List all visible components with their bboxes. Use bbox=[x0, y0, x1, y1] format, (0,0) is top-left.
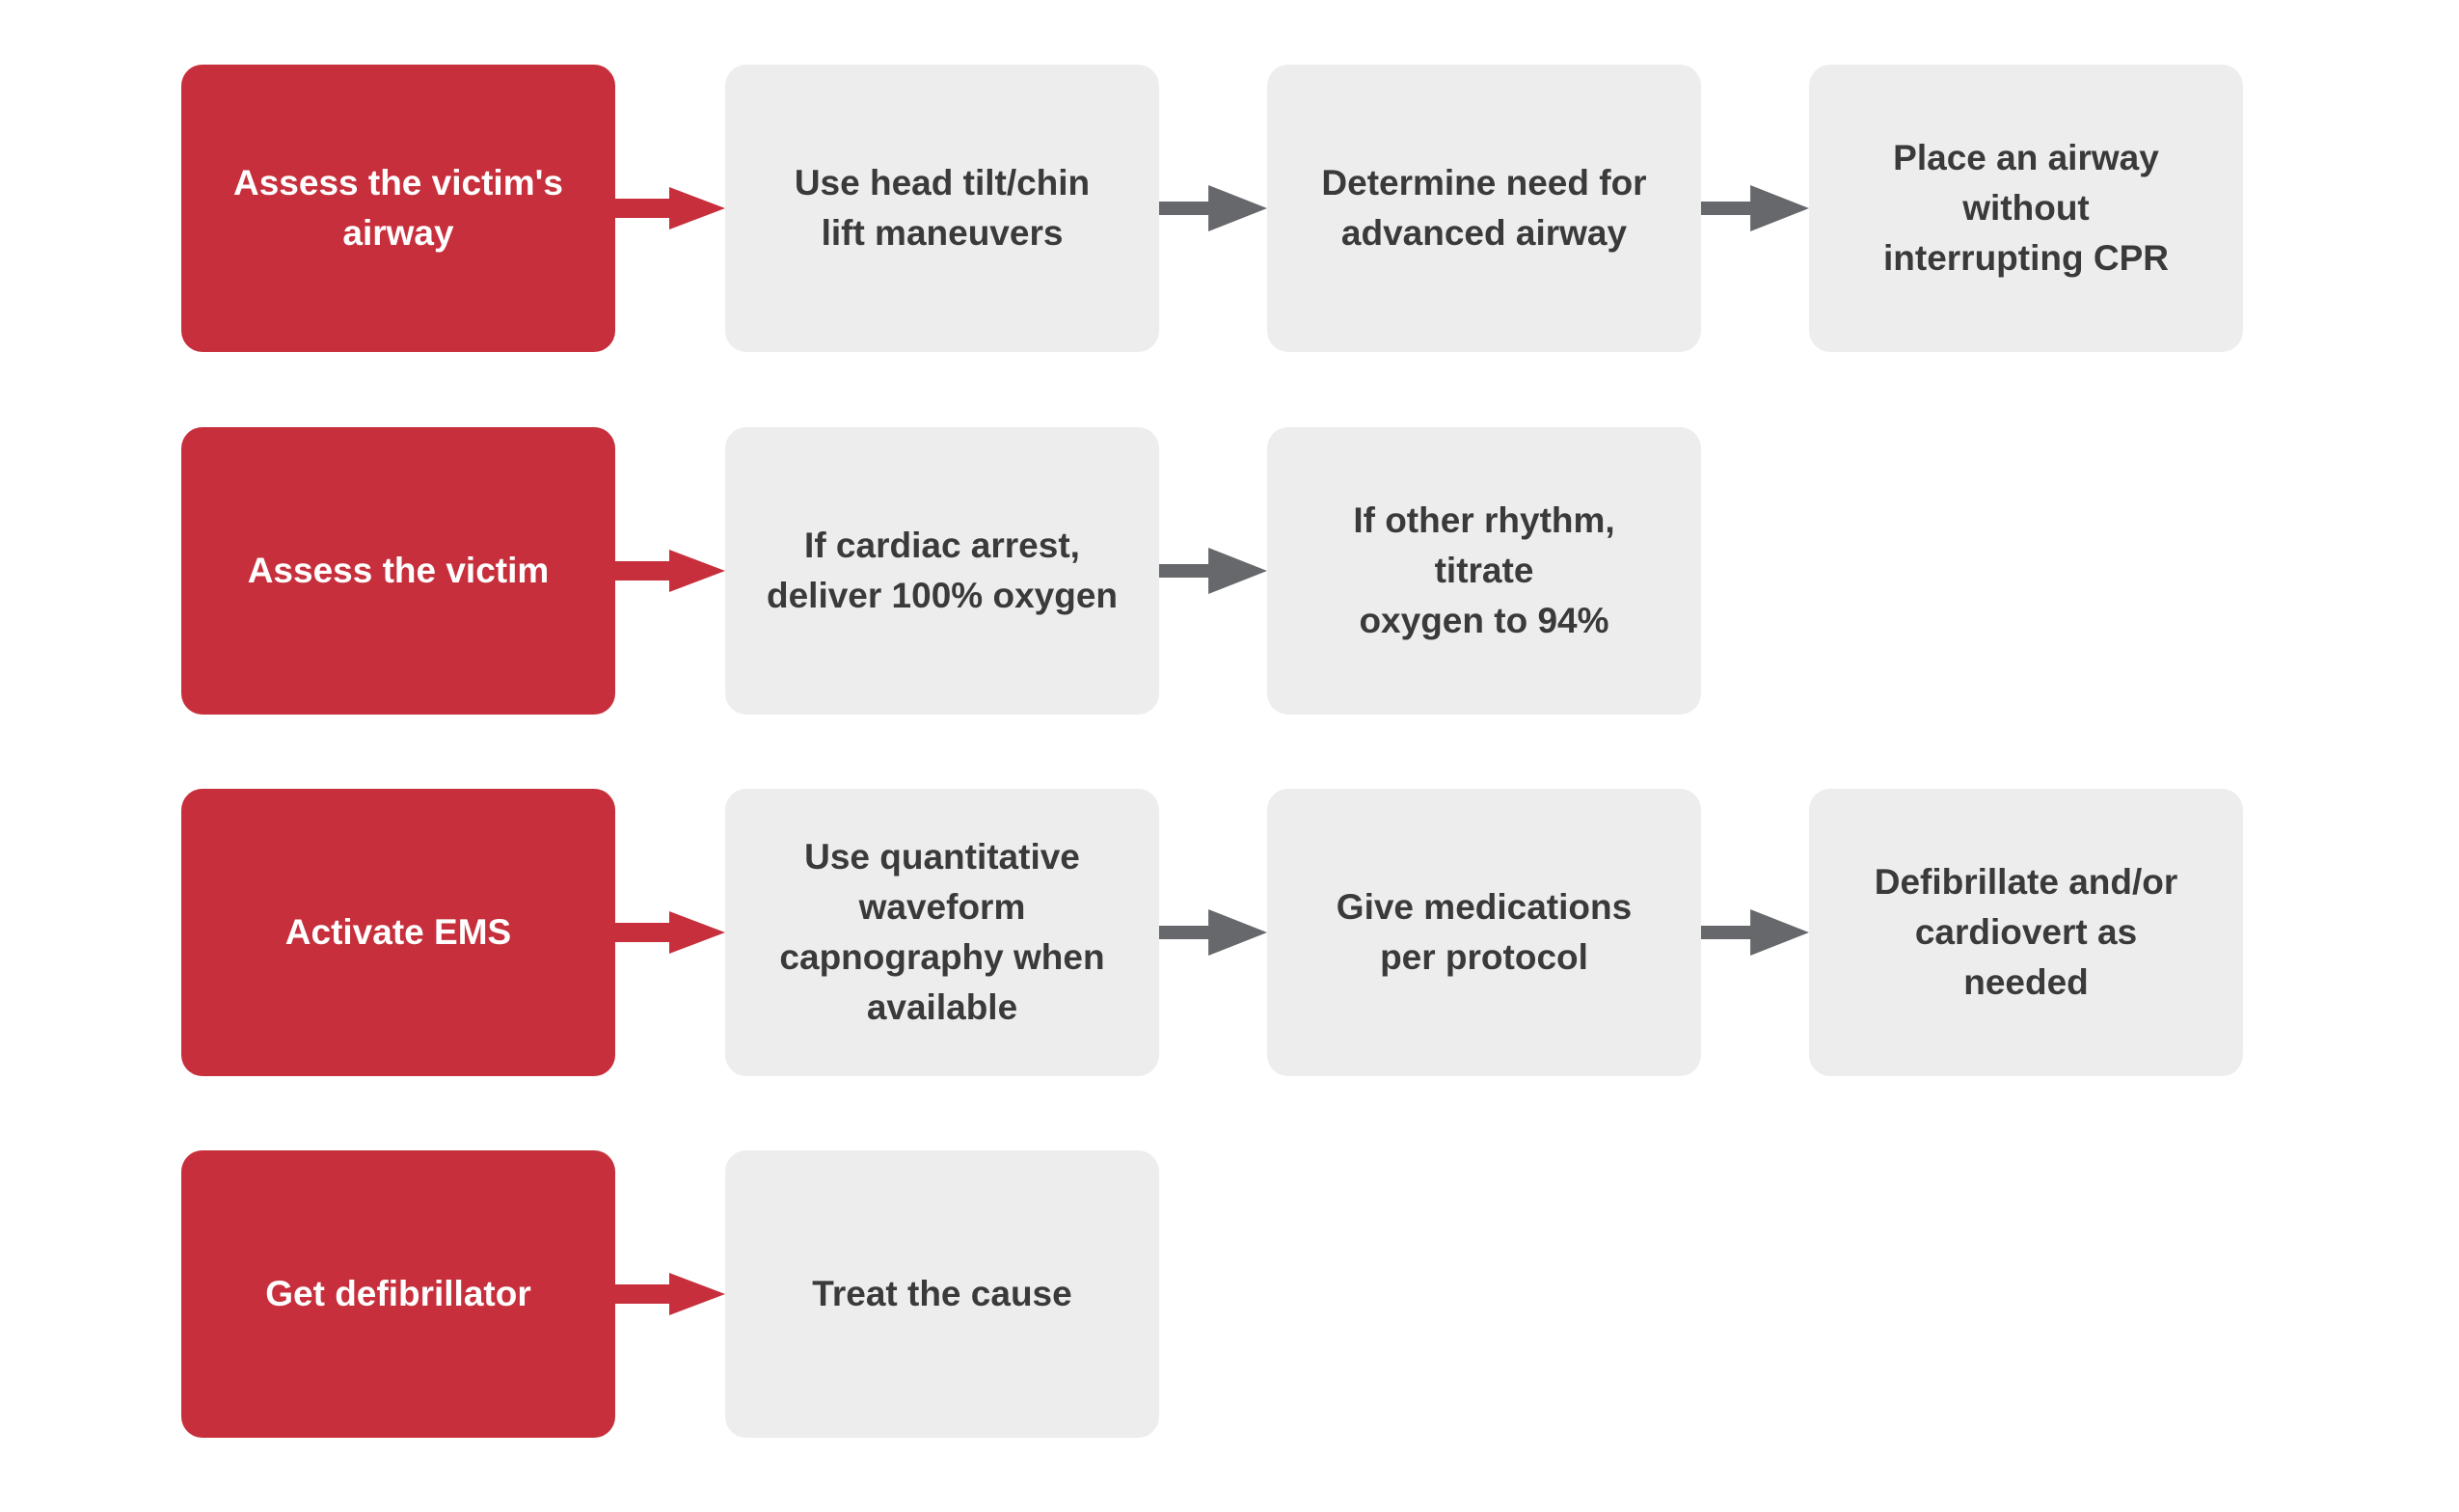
box-get-defibrillator: Get defibrillator bbox=[181, 1150, 615, 1438]
arrow-right-red-icon bbox=[615, 185, 725, 231]
arrow-right-red-icon bbox=[615, 909, 725, 956]
box-label: Use head tilt/chin lift maneuvers bbox=[794, 163, 1091, 253]
arrow-right-gray-icon bbox=[1159, 548, 1267, 594]
arrow-right-gray-icon bbox=[1159, 185, 1267, 231]
arrow-right-gray-icon bbox=[1701, 909, 1809, 956]
box-cardiac-arrest-oxygen: If cardiac arrest, deliver 100% oxygen bbox=[725, 427, 1159, 715]
box-label: Give medications per protocol bbox=[1336, 887, 1633, 977]
box-assess-victims-airway: Assess the victim's airway bbox=[181, 65, 615, 352]
box-place-airway-without-interrupting-cpr: Place an airway without interrupting CPR bbox=[1809, 65, 2243, 352]
box-assess-the-victim: Assess the victim bbox=[181, 427, 615, 715]
box-label: Treat the cause bbox=[812, 1274, 1072, 1313]
box-defibrillate-cardiovert: Defibrillate and/or cardiovert as needed bbox=[1809, 789, 2243, 1076]
box-label: Get defibrillator bbox=[265, 1274, 531, 1313]
box-label: Place an airway without interrupting CPR bbox=[1883, 138, 2169, 278]
box-label: Use quantitative waveform capnography wh… bbox=[779, 837, 1105, 1027]
box-label: If other rhythm, titrate oxygen to 94% bbox=[1353, 500, 1615, 640]
box-determine-advanced-airway: Determine need for advanced airway bbox=[1267, 65, 1701, 352]
box-label: If cardiac arrest, deliver 100% oxygen bbox=[766, 526, 1119, 615]
box-label: Defibrillate and/or cardiovert as needed bbox=[1874, 862, 2178, 1002]
box-titrate-oxygen: If other rhythm, titrate oxygen to 94% bbox=[1267, 427, 1701, 715]
box-activate-ems: Activate EMS bbox=[181, 789, 615, 1076]
box-label: Activate EMS bbox=[284, 912, 512, 952]
box-give-medications: Give medications per protocol bbox=[1267, 789, 1701, 1076]
box-label: Determine need for advanced airway bbox=[1321, 163, 1647, 253]
arrow-right-red-icon bbox=[615, 548, 725, 594]
arrow-right-red-icon bbox=[615, 1271, 725, 1317]
box-waveform-capnography: Use quantitative waveform capnography wh… bbox=[725, 789, 1159, 1076]
box-label: Assess the victim's airway bbox=[233, 163, 563, 253]
box-head-tilt-chin-lift: Use head tilt/chin lift maneuvers bbox=[725, 65, 1159, 352]
box-label: Assess the victim bbox=[247, 551, 550, 590]
box-treat-the-cause: Treat the cause bbox=[725, 1150, 1159, 1438]
arrow-right-gray-icon bbox=[1159, 909, 1267, 956]
arrow-right-gray-icon bbox=[1701, 185, 1809, 231]
